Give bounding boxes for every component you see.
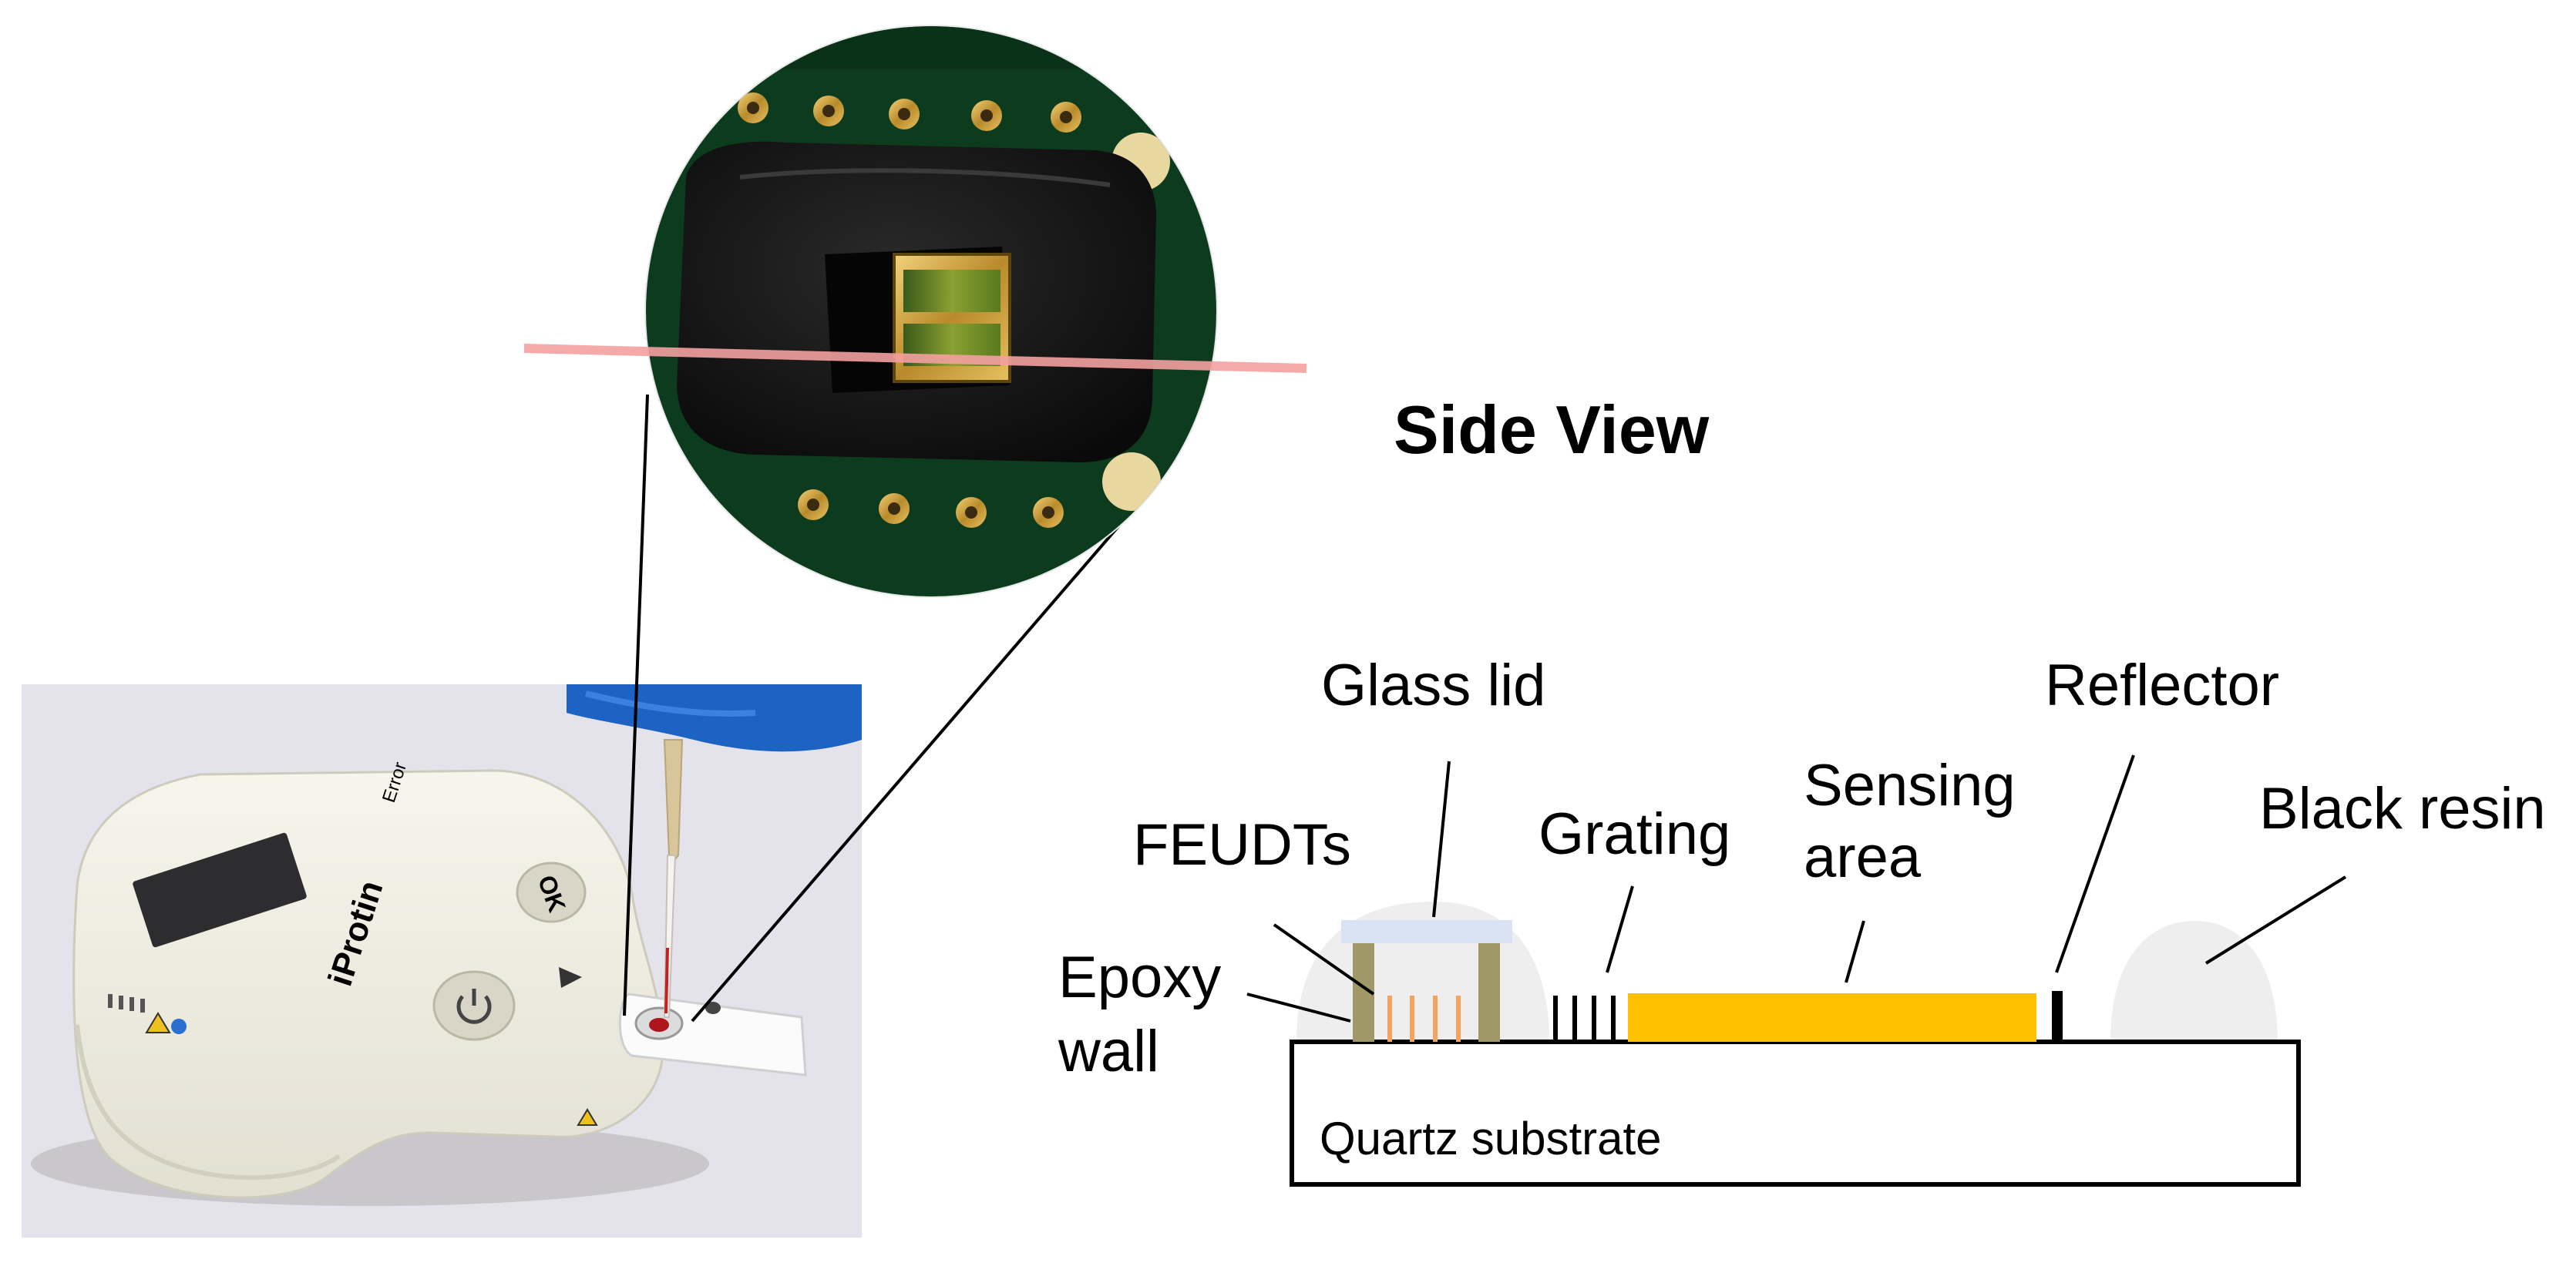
device-body [72,769,664,1199]
side-view-diagram: Glass lid Reflector Sensing area FEUDTs … [1058,653,2546,1187]
device-photo: i Protin OK Error [22,684,862,1238]
power-icon [456,989,492,1024]
label-grating: Grating [1539,801,1730,867]
grating-lines [1553,996,1616,1042]
blue-glove [567,684,862,752]
lcd-screen [133,832,307,948]
play-arrow-icon [559,967,582,988]
epoxy-wall-left [1353,939,1374,1042]
info-icon [171,1019,187,1034]
label-feudts: FEUDTs [1133,812,1351,878]
vent-slots [108,994,145,1013]
label-epoxy-wall-2: wall [1058,1019,1159,1084]
resin-dome-right [2110,921,2278,1042]
label-quartz-substrate: Quartz substrate [1320,1113,1662,1164]
label-sensing-area-1: Sensing [1804,753,2016,818]
gold-pads-top [738,92,1170,191]
diagram-title: Side View [1394,391,1710,468]
glass-lid [1341,920,1512,943]
chip-magnified-photo [523,25,1307,598]
gold-pads-bottom [798,452,1161,528]
zoom-line-left [623,394,649,1016]
label-glass-lid: Glass lid [1321,653,1545,718]
leader-lines [1246,754,2347,1023]
zoom-line-right [691,485,1154,1023]
label-reflector: Reflector [2045,653,2279,718]
reflector [2052,991,2063,1042]
cross-section-line [523,344,1307,373]
quartz-substrate [1290,1040,2301,1187]
warning-icon [145,1012,171,1033]
epoxy-wall-right [1478,939,1500,1042]
sensing-area [1628,993,2036,1042]
label-epoxy-wall-1: Epoxy [1058,945,1221,1010]
blood-drop [649,1018,669,1032]
label-sensing-area-2: area [1804,825,1922,890]
ok-button[interactable] [516,862,587,923]
label-black-resin: Black resin [2259,776,2546,841]
feudt-lines [1387,996,1461,1042]
